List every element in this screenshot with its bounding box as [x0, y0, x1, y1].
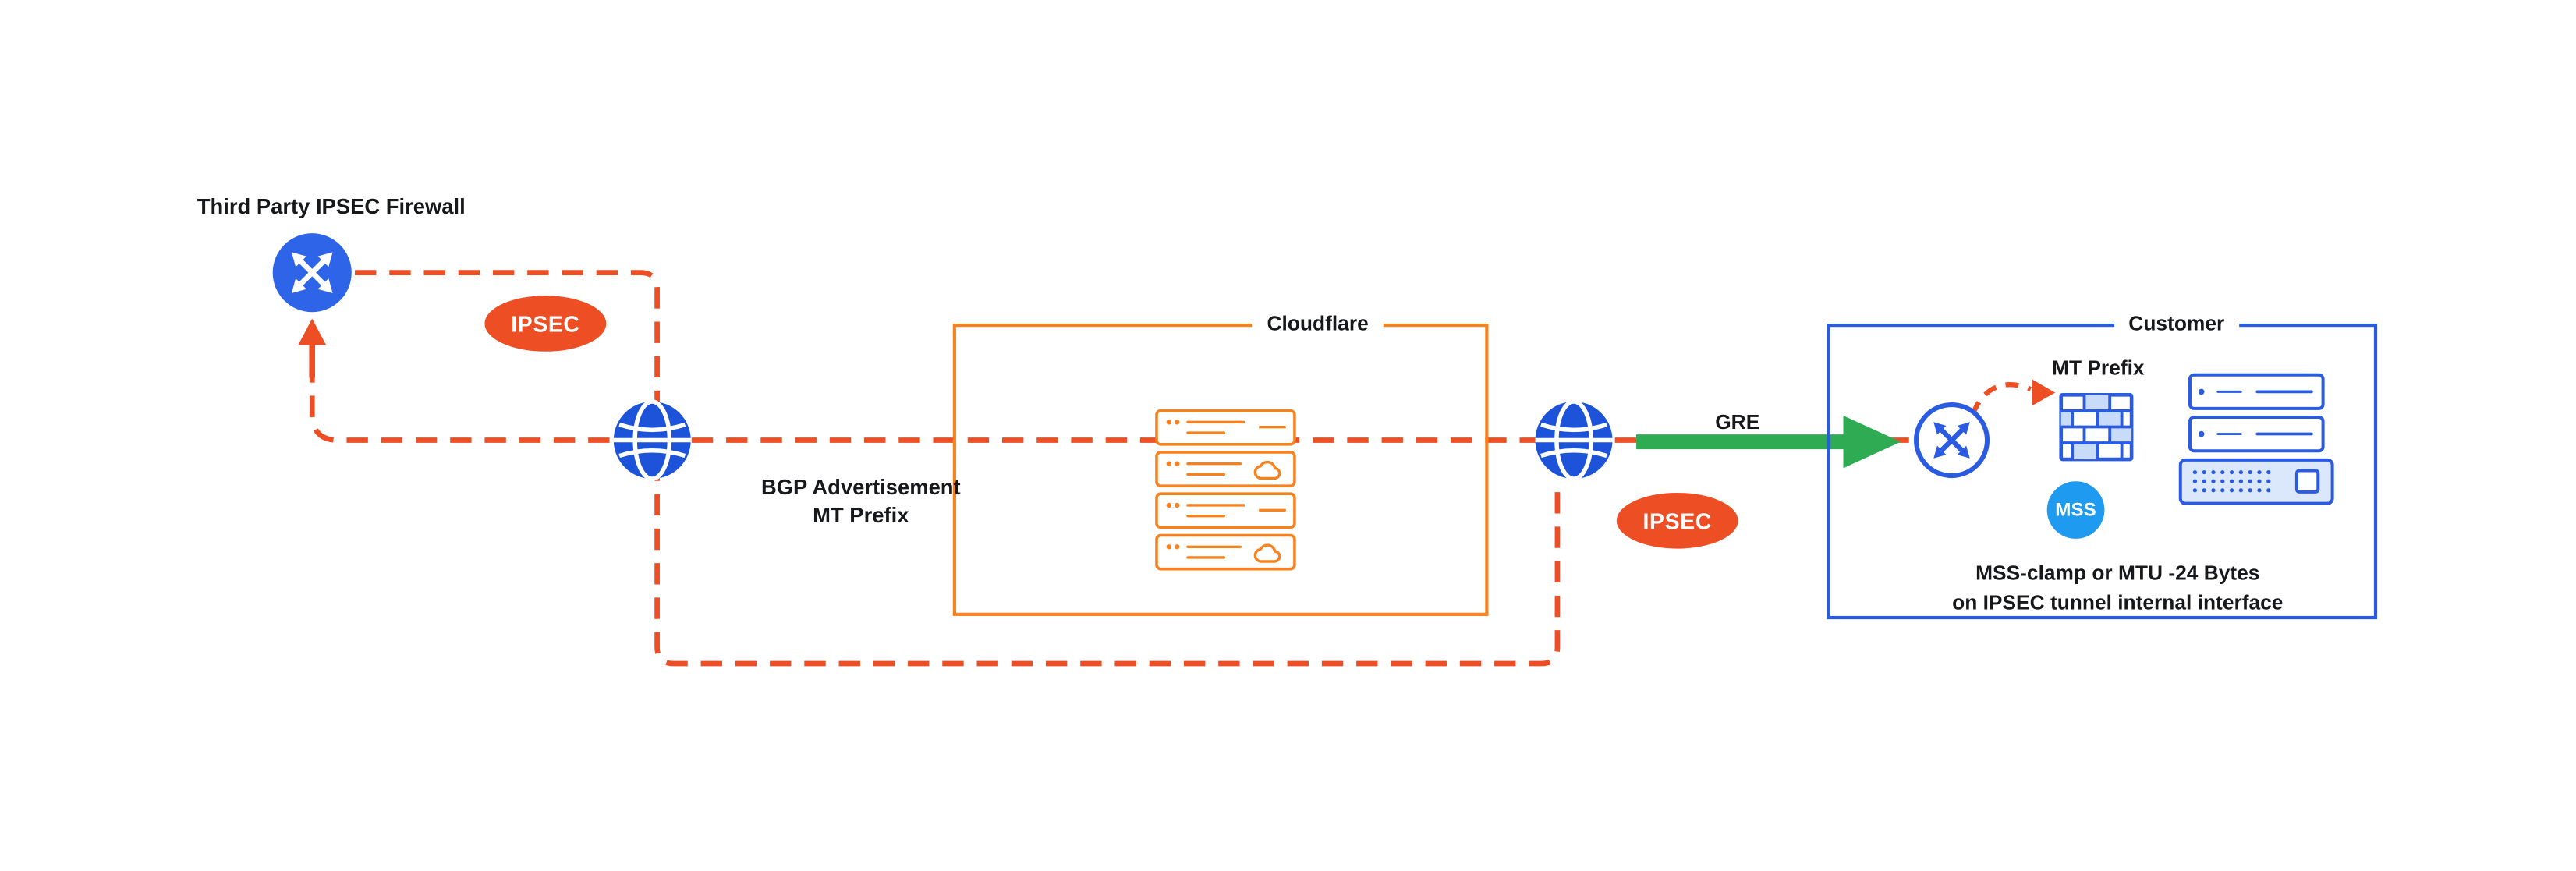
gre-label: GRE: [1715, 410, 1760, 434]
globe-icon: [1535, 399, 1613, 481]
ipsec-badge-left: IPSEC: [484, 296, 607, 352]
bgp-line-1: BGP Advertisement: [760, 474, 961, 500]
cloud-icon: [1253, 460, 1281, 480]
mt-prefix-path: [1970, 382, 2032, 416]
mt-prefix-label: MT Prefix: [2052, 356, 2145, 380]
gre-arrow-icon: [1636, 415, 1901, 469]
mss-badge: MSS: [2046, 481, 2105, 539]
customer-box-label: Customer: [2114, 312, 2240, 335]
router-icon: [272, 233, 352, 313]
ipsec-badge-right: IPSEC: [1616, 492, 1738, 549]
customer-box: Customer: [1827, 312, 2378, 620]
globe-icon: [613, 399, 691, 481]
router-icon: [1913, 402, 1990, 479]
third-party-firewall-label: Third Party IPSEC Firewall: [197, 193, 466, 219]
cloudflare-box-label: Cloudflare: [1252, 312, 1384, 335]
bgp-line-2: MT Prefix: [813, 501, 909, 527]
right-arrow-icon: [2032, 379, 2056, 406]
up-arrow-icon: [298, 318, 327, 378]
return-to-firewall-path: [309, 377, 610, 443]
note-line-2: on IPSEC tunnel internal interface: [1952, 590, 2284, 614]
cloudflare-box: Cloudflare: [952, 312, 1489, 616]
server-stack-icon: [1155, 409, 1296, 571]
server-stack-icon: [2178, 373, 2334, 505]
firewall-icon: [2059, 393, 2134, 462]
bgp-advertisement-label: BGP Advertisement MT Prefix: [723, 475, 999, 529]
mss-clamp-note: MSS-clamp or MTU -24 Bytes on IPSEC tunn…: [1883, 560, 2352, 618]
note-line-1: MSS-clamp or MTU -24 Bytes: [1975, 561, 2260, 585]
cloud-icon: [1253, 543, 1281, 563]
